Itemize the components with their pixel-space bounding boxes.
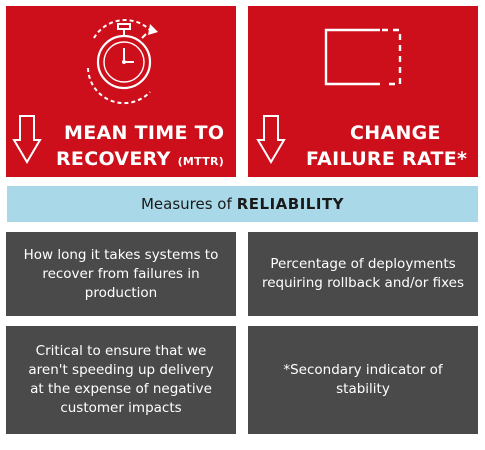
mttr-title-line2: RECOVERY (MTTR): [56, 148, 224, 170]
banner-emphasis: RELIABILITY: [236, 195, 345, 213]
mttr-title-abbr: (MTTR): [177, 155, 225, 168]
cfr-description: Percentage of deployments requiring roll…: [248, 232, 478, 316]
mttr-card: MEAN TIME TO RECOVERY (MTTR): [6, 6, 236, 177]
down-arrow-icon: [12, 115, 42, 164]
stopwatch-icon: [87, 19, 158, 105]
banner-prefix: Measures of: [140, 195, 232, 213]
dashed-square-icon: [324, 28, 402, 86]
cfr-title-line2: FAILURE RATE*: [306, 148, 468, 170]
cfr-title-line1: CHANGE: [350, 122, 441, 144]
mttr-title-line1: MEAN TIME TO: [64, 122, 225, 144]
mttr-description: How long it takes systems to recover fro…: [6, 232, 236, 316]
mttr-importance-description: Critical to ensure that we aren't speedi…: [6, 326, 236, 434]
cfr-secondary-note: *Secondary indicator of stability: [248, 326, 478, 434]
mttr-title-recovery: RECOVERY: [56, 148, 171, 170]
reliability-banner: Measures of RELIABILITY: [7, 186, 478, 222]
change-failure-rate-card: CHANGE FAILURE RATE*: [248, 6, 478, 177]
down-arrow-icon: [256, 115, 286, 164]
